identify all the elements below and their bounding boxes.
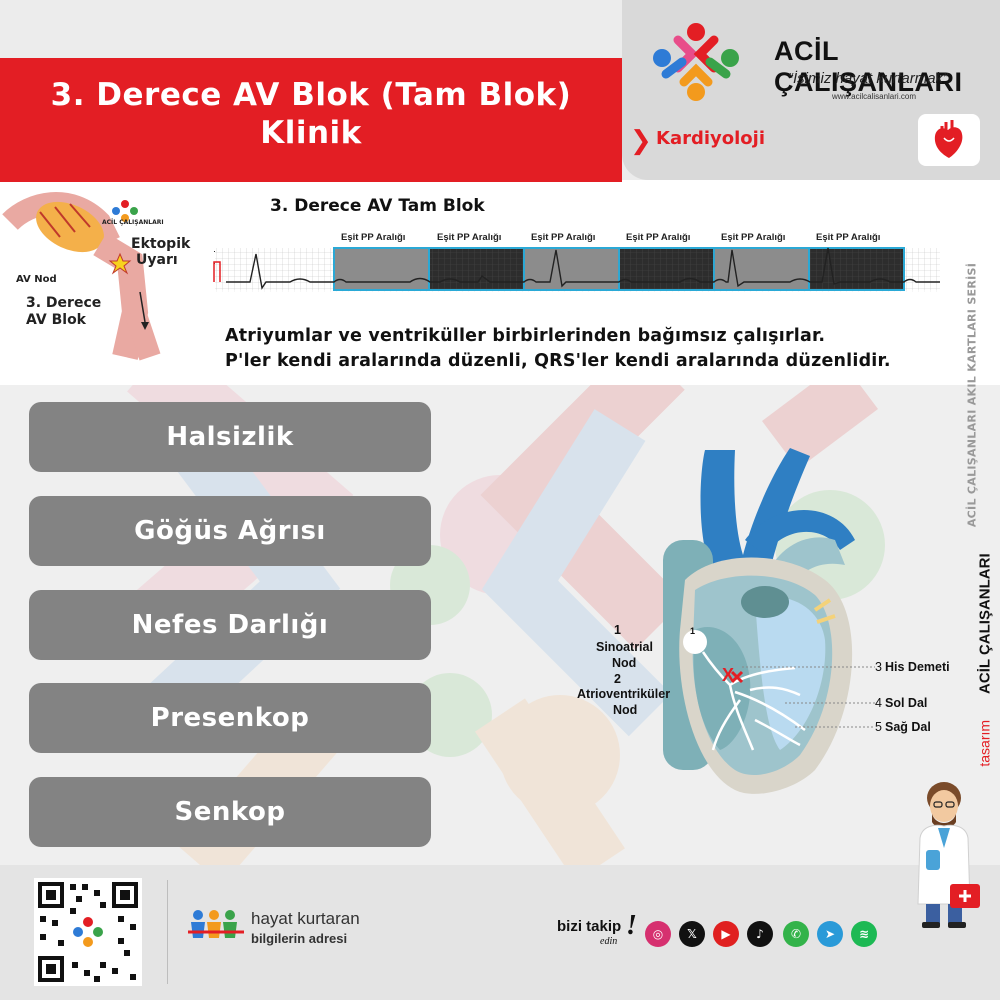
diagram-brand-text: ACİL ÇALIŞANLARI <box>102 219 164 226</box>
footer-divider <box>167 880 168 984</box>
brand-logo-block[interactable]: ACİL ÇALIŞANLARI “İşimiz hayat kurtarmak… <box>636 10 988 102</box>
heart-conduction-illustration <box>663 448 875 794</box>
brand-slogan: “İşimiz hayat kurtarmak” <box>788 70 949 87</box>
ecg-description-line: Atriyumlar ve ventriküller birbirlerinde… <box>225 326 826 346</box>
credit-brand-label: ACİL ÇALIŞANLARI <box>976 553 994 694</box>
ectopic-label-1: Ektopik <box>131 236 191 252</box>
doctor-illustration <box>917 782 980 928</box>
label-number-1: 1 <box>614 623 621 637</box>
category-label: Kardiyoloji <box>656 128 766 149</box>
heart-marker-1: 1 <box>690 626 696 636</box>
follow-us-exclamation: ! <box>626 910 637 941</box>
ecg-title: 3. Derece AV Tam Blok <box>270 196 485 216</box>
right-bundle-label: Sağ Dal <box>885 720 931 734</box>
av-node-label-1: Atrioventriküler <box>577 687 671 701</box>
brand-panel: ACİL ÇALIŞANLARI “İşimiz hayat kurtarmak… <box>622 0 1000 180</box>
chevron-right-icon: ❯ <box>630 126 652 156</box>
x-icon[interactable]: 𝕏 <box>679 921 705 947</box>
label-number-5: 5 <box>875 720 882 734</box>
block-mark-icon: X <box>722 665 735 685</box>
tiktok-icon[interactable]: ♪ <box>747 921 773 947</box>
brand-name: ACİL ÇALIŞANLARI <box>774 36 963 97</box>
pp-interval-label: Eşit PP Aralığı <box>626 232 691 243</box>
ecg-description-line: P'ler kendi aralarında düzenli, QRS'ler … <box>225 351 891 371</box>
qr-code[interactable] <box>34 878 142 986</box>
av-node-label: AV Nod <box>16 274 57 285</box>
pp-interval-label: Eşit PP Aralığı <box>531 232 596 243</box>
footer-background <box>0 865 1000 1000</box>
sinoatrial-label-2: Nod <box>612 656 637 670</box>
design-credit: tasarım ACİL ÇALIŞANLARI <box>970 545 998 775</box>
follow-us-sub: edin <box>600 936 618 947</box>
symptom-button-nefes-darligi[interactable]: Nefes Darlığı <box>29 590 431 660</box>
label-number-4: 4 <box>875 696 882 710</box>
symptom-button-gogus-agrisi[interactable]: Göğüs Ağrısı <box>29 496 431 566</box>
telegram-icon[interactable]: ➤ <box>817 921 843 947</box>
series-title: ACİL ÇALIŞANLARI AKIL KARTLARI SERİSİ <box>965 262 979 528</box>
symptom-button-halsizlik[interactable]: Halsizlik <box>29 402 431 472</box>
ecg-strip <box>213 247 940 292</box>
youtube-icon[interactable]: ▶ <box>713 921 739 947</box>
symptom-button-senkop[interactable]: Senkop <box>29 777 431 847</box>
pp-interval-label: Eşit PP Aralığı <box>341 232 406 243</box>
footer-tagline-2: bilgilerin adresi <box>251 931 348 946</box>
conduction-diagram <box>2 192 161 361</box>
label-number-2: 2 <box>614 672 621 686</box>
pp-interval-label: Eşit PP Aralığı <box>721 232 786 243</box>
brand-url: www.acilcalisanlari.com <box>832 92 917 101</box>
credit-design-label: tasarım <box>976 719 993 767</box>
ecg-description: Atriyumlar ve ventriküller birbirlerinde… <box>225 324 891 374</box>
sinoatrial-label-1: Sinoatrial <box>596 640 653 654</box>
pp-interval-label: Eşit PP Aralığı <box>437 232 502 243</box>
design-credit-rotated: tasarım ACİL ÇALIŞANLARI <box>975 553 994 766</box>
his-bundle-label: His Demeti <box>885 660 950 674</box>
label-number-3: 3 <box>875 660 882 674</box>
follow-us-label: bizi takip <box>557 918 622 935</box>
block-label-2: AV Blok <box>26 312 86 328</box>
page-title: 3. Derece AV Blok (Tam Blok) <box>50 77 572 113</box>
title-banner: 3. Derece AV Blok (Tam Blok) Klinik <box>0 58 622 182</box>
whatsapp-icon[interactable]: ✆ <box>783 921 809 947</box>
page-subtitle: Klinik <box>260 115 362 151</box>
footer-tagline-1: hayat kurtaran <box>251 909 360 928</box>
spotify-icon[interactable]: ≋ <box>851 921 877 947</box>
symptom-button-presenkop[interactable]: Presenkop <box>29 683 431 753</box>
people-logo-icon <box>188 910 244 938</box>
ectopic-label-2: Uyarı <box>136 252 178 268</box>
ecg-section: ACİL ÇALIŞANLARI Ektopik Uyarı AV Nod 3.… <box>0 182 960 382</box>
series-vertical-text: ACİL ÇALIŞANLARI AKIL KARTLARI SERİSİ <box>962 260 982 530</box>
category-row[interactable]: ❯ Kardiyoloji <box>622 114 1000 166</box>
av-node-label-2: Nod <box>613 703 638 717</box>
instagram-icon[interactable]: ◎ <box>645 921 671 947</box>
block-label-1: 3. Derece <box>26 295 102 311</box>
pp-interval-label: Eşit PP Aralığı <box>816 232 881 243</box>
heart-organ-icon <box>934 120 963 158</box>
left-bundle-label: Sol Dal <box>885 696 928 710</box>
qr-code-graphic <box>38 882 138 982</box>
category-icon-box <box>918 114 980 166</box>
brand-logo-icon <box>653 23 739 101</box>
